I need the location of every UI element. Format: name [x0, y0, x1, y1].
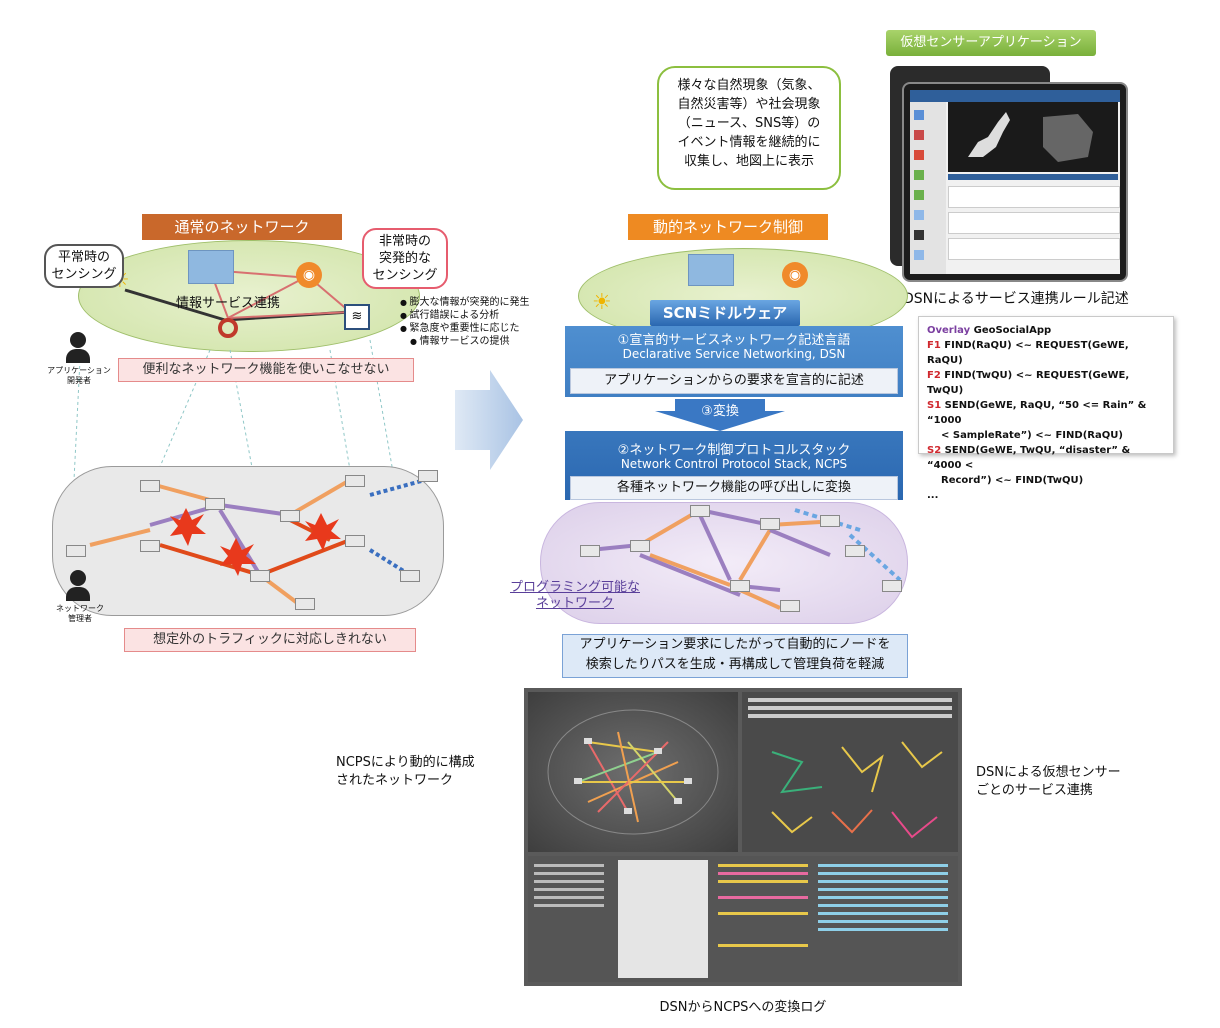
dsn-rule-title: DSNによるサービス連携ルール記述 [903, 291, 1129, 307]
right-rss-icon: ◉ [782, 262, 808, 288]
left-title: 通常のネットワーク [142, 214, 342, 240]
network-node [140, 540, 160, 552]
right-network-cloud [540, 502, 908, 624]
ncps-graph-icon [547, 709, 719, 835]
system-screenshot [524, 688, 962, 986]
network-node [205, 498, 225, 510]
bullet-list: 膨大な情報が突発的に発生 試行錯誤による分析 緊急度や重要性に応じた 情報サービ… [400, 296, 560, 348]
conversion-log-icon [534, 860, 948, 978]
dsn-caption: DSNによる仮想センサー ごとのサービス連携 [976, 765, 1121, 798]
network-node [140, 480, 160, 492]
dsn-title: ①宣言的サービスネットワーク記述言語 [617, 333, 851, 348]
network-node [882, 580, 902, 592]
problem-2-box: 想定外のトラフィックに対応しきれない [124, 628, 416, 652]
network-node [730, 580, 750, 592]
problem-1-box: 便利なネットワーク機能を使いこなせない [118, 358, 414, 382]
network-node [295, 598, 315, 610]
virtual-app-label: 仮想センサーアプリケーション [886, 30, 1096, 56]
scn-middleware-label: SCNミドルウェア [650, 300, 800, 326]
emergency-sensing-bubble: 非常時の 突発的な センシング [362, 228, 448, 289]
convert-arrow-icon [655, 399, 785, 431]
ncps-caption: NCPSにより動的に構成 されたネットワーク [336, 755, 475, 788]
app-description-bubble: 様々な自然現象（気象、 自然災害等）や社会現象 （ニュース、SNS等）の イベン… [657, 66, 841, 190]
network-node [418, 470, 438, 482]
network-node [630, 540, 650, 552]
dsn-subtitle: Declarative Service Networking, DSN [622, 347, 846, 361]
network-node [400, 570, 420, 582]
network-admin-label: ネットワーク 管理者 [56, 604, 104, 623]
app-developer-label: アプリケーション 開発者 [47, 366, 111, 385]
log-caption: DSNからNCPSへの変換ログ [659, 1000, 827, 1015]
convert-label: ③変換 [701, 404, 739, 419]
right-title: 動的ネットワーク制御 [628, 214, 828, 240]
map-icon [968, 112, 1093, 162]
ncps-title: ②ネットワーク制御プロトコルスタック [617, 443, 851, 458]
network-node [66, 545, 86, 557]
network-node [760, 518, 780, 530]
network-node [250, 570, 270, 582]
dsn-service-graph-icon [748, 698, 952, 839]
right-weather-icon: ☀ [592, 290, 612, 315]
network-node [280, 510, 300, 522]
dsn-rule-box: Overlay GeoSocialApp F1 FIND(RaQU) <~ RE… [918, 316, 1174, 501]
dsn-description-bar: アプリケーションからの要求を宣言的に記述 [570, 368, 898, 394]
network-node [580, 545, 600, 557]
rss-icon: ◉ [296, 262, 322, 288]
network-admin-avatar [66, 570, 90, 602]
ncps-description-bar: 各種ネットワーク機能の呼び出しに変換 [570, 476, 898, 500]
service-link-label: 情報サービス連携 [176, 296, 281, 311]
programmable-network-label: プログラミング可能な ネットワーク [509, 580, 640, 611]
japan-map-icon [188, 250, 234, 284]
right-japan-map-icon [688, 254, 734, 286]
result-box: アプリケーション要求にしたがって自動的にノードを 検索したりパスを生成・再構成し… [562, 634, 908, 678]
app-developer-avatar [66, 332, 90, 364]
network-node [345, 475, 365, 487]
network-node [780, 600, 800, 612]
transition-arrow-icon [455, 370, 523, 470]
network-node [345, 535, 365, 547]
normal-sensing-bubble: 平常時の センシング [44, 244, 124, 288]
network-node [845, 545, 865, 557]
network-node [690, 505, 710, 517]
tablet-screenshot [902, 82, 1128, 282]
tornado-icon: ≋ [344, 304, 370, 330]
ncps-subtitle: Network Control Protocol Stack, NCPS [620, 457, 848, 471]
network-node [820, 515, 840, 527]
